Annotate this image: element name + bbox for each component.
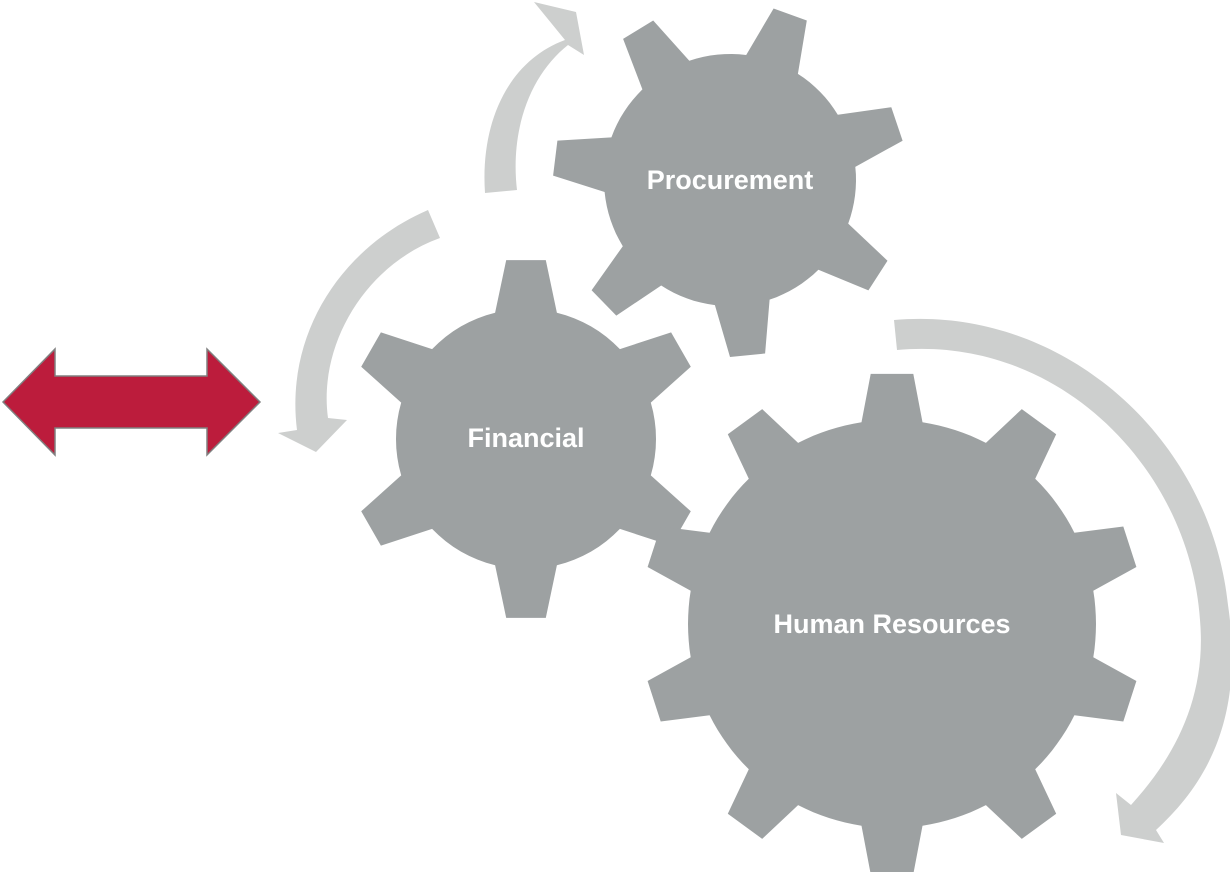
cycle-arrow-to-financial: [278, 210, 440, 452]
cycle-arrows: [278, 2, 1230, 843]
cycle-arrow-to-procurement: [484, 2, 584, 193]
procurement-gear: [553, 8, 903, 357]
cycle-arrow-around-hr: [894, 318, 1230, 843]
human-resources-gear-label: Human Resources: [773, 609, 1010, 639]
financial-gear: [361, 260, 691, 618]
human-resources-gear: [647, 373, 1137, 872]
procurement-gear-label: Procurement: [647, 165, 814, 195]
gears: [361, 8, 1137, 872]
double-arrow: [1, 347, 262, 457]
financial-gear-label: Financial: [467, 423, 584, 453]
